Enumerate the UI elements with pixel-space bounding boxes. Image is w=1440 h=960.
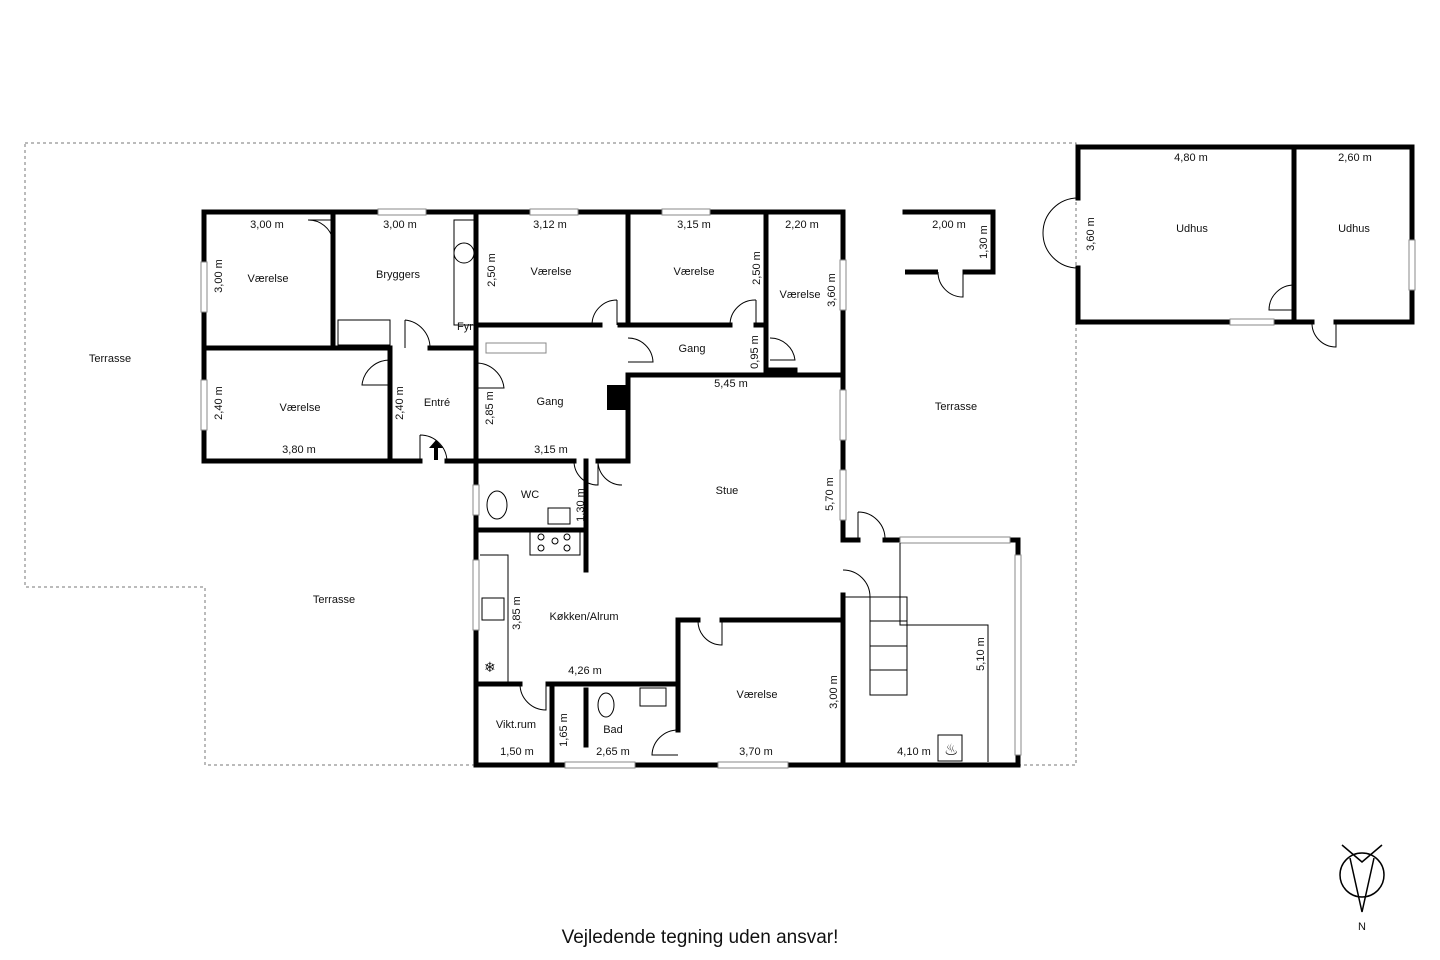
dimension-label: 3,15 m [677, 219, 711, 231]
dimension-label: 2,85 m [484, 391, 496, 425]
dimension-label: 3,70 m [739, 746, 773, 758]
room-label: Terrasse [313, 594, 355, 606]
fixtures: ♨ ❄ [337, 219, 989, 762]
room-label: Køkken/Alrum [549, 611, 618, 623]
dimension-label: 3,00 m [250, 219, 284, 231]
terrace-outline [24, 142, 1077, 766]
doors [307, 197, 1337, 756]
dimension-label: 4,80 m [1174, 152, 1208, 164]
dimension-label: 4,10 m [897, 746, 931, 758]
dimension-label: 2,60 m [1338, 152, 1372, 164]
dimension-label: 2,40 m [394, 386, 406, 420]
dimension-label: 2,00 m [932, 219, 966, 231]
walls [201, 144, 1415, 768]
dimension-label: 2,50 m [486, 253, 498, 287]
dimension-label: 4,26 m [568, 665, 602, 677]
room-label: Værelse [248, 273, 289, 285]
room-label: Værelse [780, 289, 821, 301]
room-label: Udhus [1338, 223, 1370, 235]
room-label: Gang [537, 396, 564, 408]
dimension-label: 1,30 m [978, 225, 990, 259]
room-label: Værelse [280, 402, 321, 414]
dimension-label: 3,00 m [383, 219, 417, 231]
disclaimer-caption: Vejledende tegning uden ansvar! [562, 927, 839, 948]
room-label: Værelse [737, 689, 778, 701]
room-label: Udhus [1176, 223, 1208, 235]
dimension-label: 2,40 m [213, 386, 225, 420]
north-arrow-icon: N [1339, 844, 1385, 933]
room-label: Bryggers [376, 269, 421, 281]
room-label: Fyr [457, 321, 473, 333]
dimension-label: 3,60 m [826, 273, 838, 307]
dimension-label: 3,12 m [533, 219, 567, 231]
room-label: Bad [603, 724, 623, 736]
dimension-label: 2,20 m [785, 219, 819, 231]
room-label: WC [521, 489, 539, 501]
windows [200, 208, 1416, 769]
room-label: Stue [716, 485, 739, 497]
room-label: Entré [424, 397, 450, 409]
dimension-label: 1,30 m [575, 488, 587, 522]
freezer-icon: ❄ [484, 659, 496, 675]
dimension-label: 1,65 m [558, 713, 570, 747]
dimension-label: 5,45 m [714, 378, 748, 390]
north-label: N [1358, 921, 1366, 933]
room-label: Vikt.rum [496, 719, 536, 731]
fireplace-icon: ♨ [944, 742, 958, 759]
dimension-labels: 3,00 m 3,00 m 3,12 m 3,15 m 2,20 m 3,00 … [213, 152, 1372, 758]
room-label: Gang [679, 343, 706, 355]
dimension-label: 3,15 m [534, 444, 568, 456]
dimension-label: 2,65 m [596, 746, 630, 758]
dimension-label: 5,10 m [975, 637, 987, 671]
dimension-label: 3,00 m [213, 259, 225, 293]
entrance-arrow-icon [429, 440, 443, 460]
room-label: Værelse [674, 266, 715, 278]
room-label: Terrasse [89, 353, 131, 365]
dimension-label: 3,80 m [282, 444, 316, 456]
room-labels: Værelse Bryggers Fyr Værelse Værelse Vær… [89, 223, 1370, 736]
dimension-label: 5,70 m [824, 477, 836, 511]
dimension-label: 3,00 m [828, 675, 840, 709]
dimension-label: 2,50 m [751, 251, 763, 285]
dimension-label: 3,85 m [511, 596, 523, 630]
room-label: Værelse [531, 266, 572, 278]
dimension-label: 3,60 m [1085, 217, 1097, 251]
dimension-label: 1,50 m [500, 746, 534, 758]
chimney [607, 385, 627, 410]
dimension-label: 0,95 m [749, 335, 761, 369]
room-label: Terrasse [935, 401, 977, 413]
